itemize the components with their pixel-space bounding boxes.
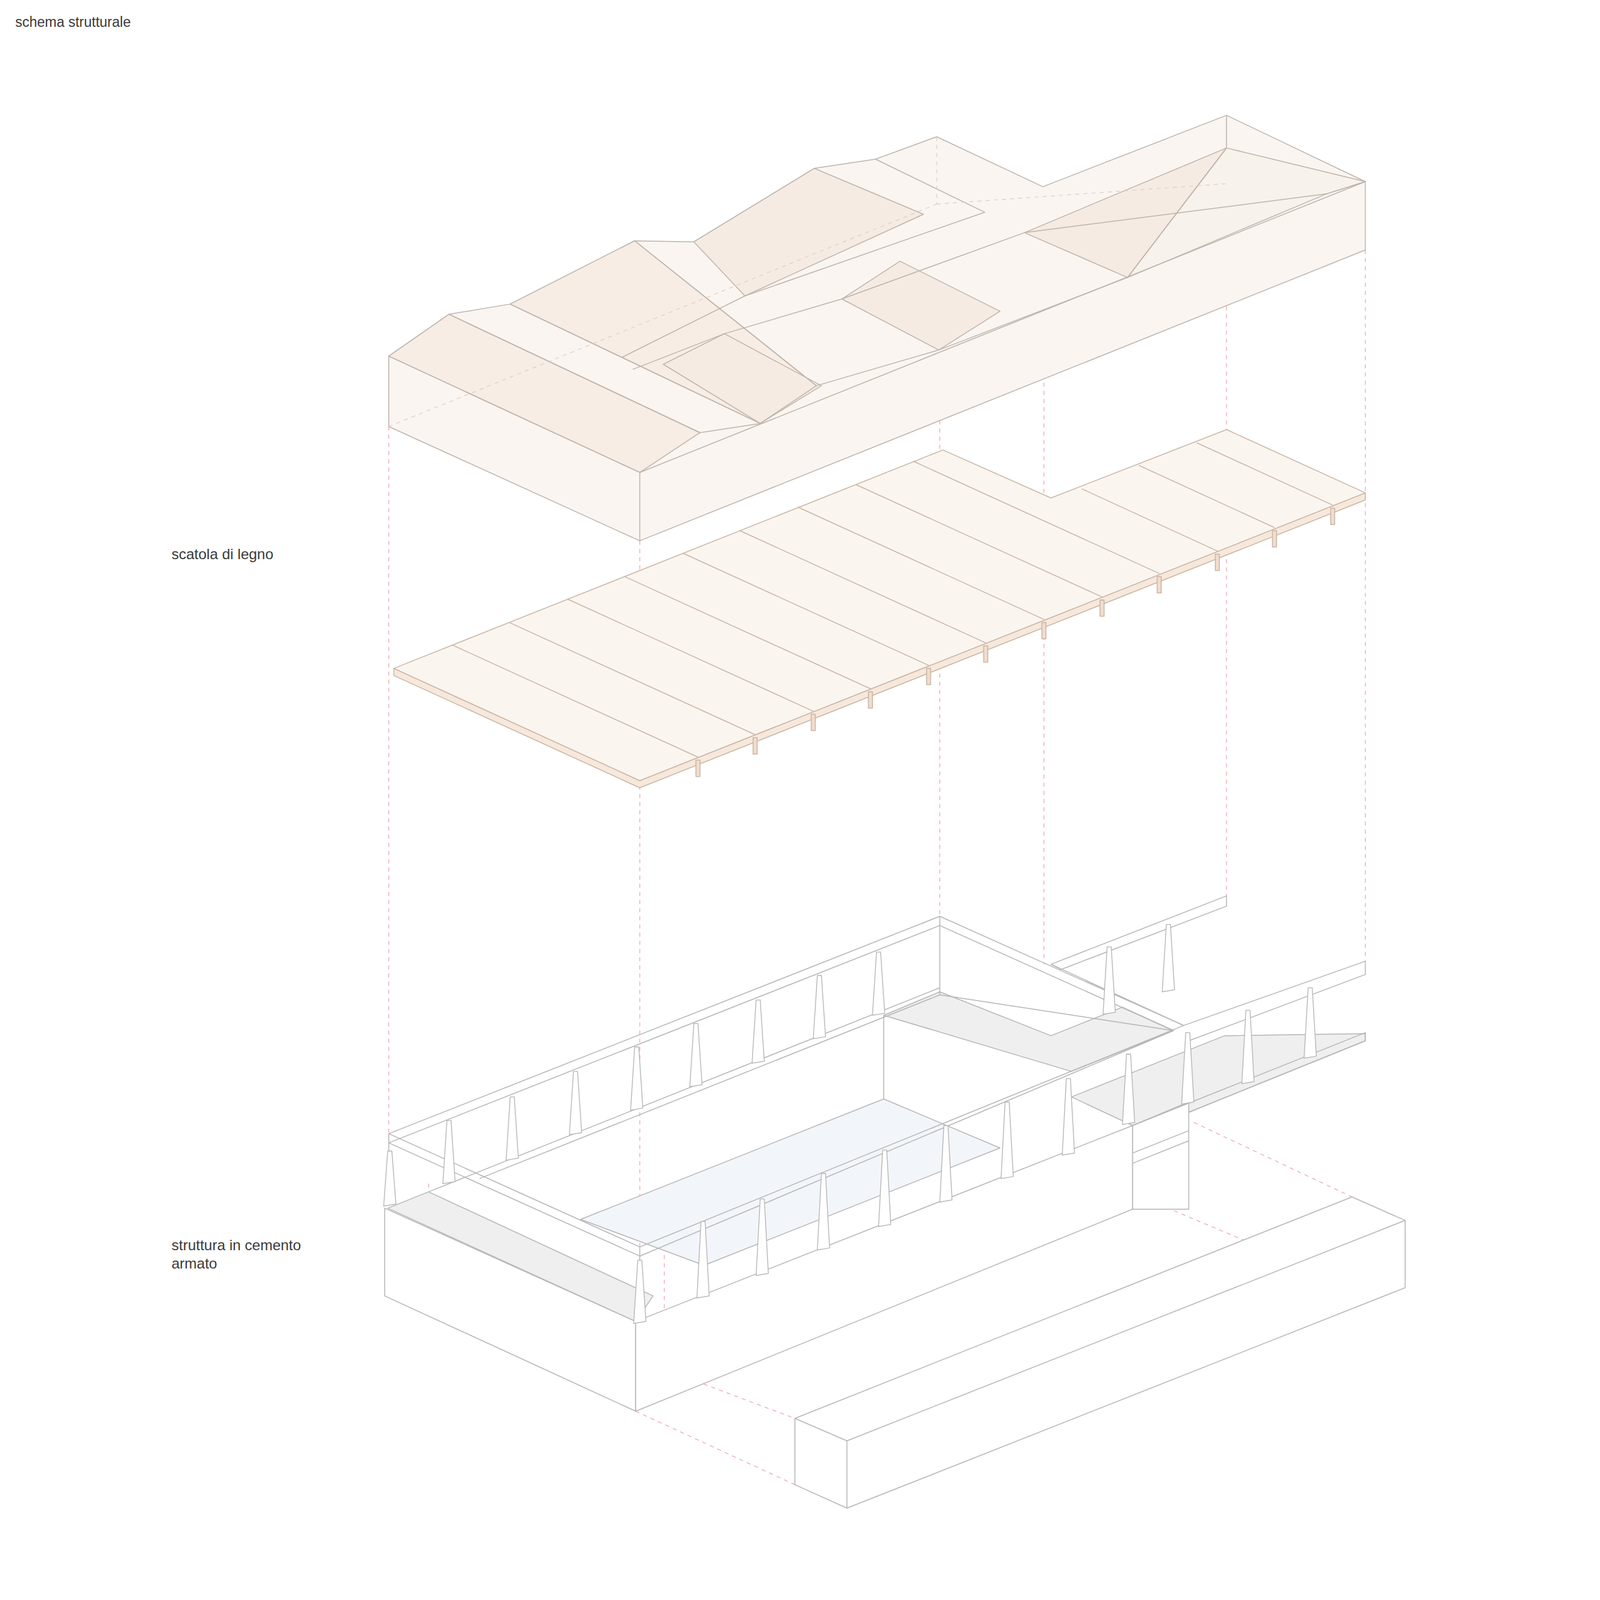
layer-label: scatola di legno: [171, 545, 274, 564]
diagram-title: schema strutturale: [15, 13, 131, 32]
layer-label: struttura in cemento armato: [171, 1236, 325, 1273]
